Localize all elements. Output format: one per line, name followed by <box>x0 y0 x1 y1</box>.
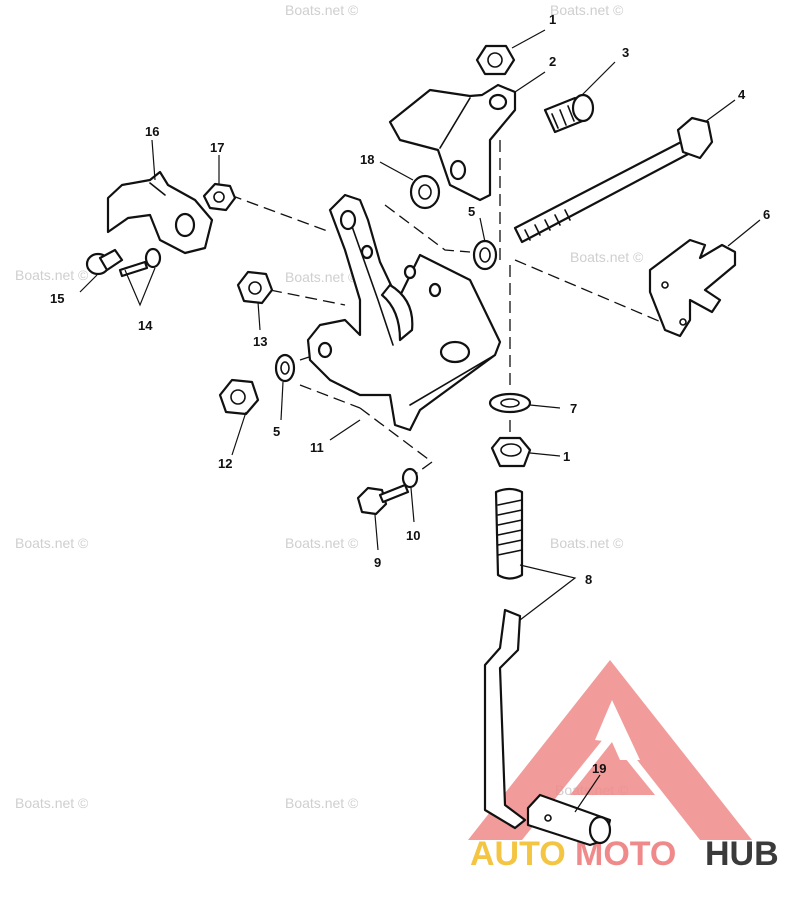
callout-12: 12 <box>218 456 232 471</box>
part-8-rod <box>483 487 527 830</box>
part-3-screw <box>543 93 595 134</box>
watermark-1: Boats.net © <box>285 2 359 18</box>
leader-lines <box>79 29 761 813</box>
part-6-plate <box>648 238 737 338</box>
part-19-sleeve <box>526 793 612 847</box>
part-1-nut-bottom <box>490 436 532 468</box>
watermark-2: Boats.net © <box>550 2 624 18</box>
part-17-nut <box>202 182 237 212</box>
part-18-spacer <box>409 174 441 210</box>
callout-8: 8 <box>585 572 592 587</box>
watermark-10: Boats.net © <box>285 795 359 811</box>
automotohub-logo: AUTO MOTO HUB <box>468 660 779 873</box>
callout-2: 2 <box>549 54 556 69</box>
watermark-9: Boats.net © <box>15 795 89 811</box>
callout-4: 4 <box>738 87 746 102</box>
part-14-washer-screw <box>118 247 162 278</box>
callout-17: 17 <box>210 140 224 155</box>
callout-7: 7 <box>570 401 577 416</box>
part-11-bracket <box>306 193 502 432</box>
part-9-bolt <box>356 483 410 516</box>
watermark-4: Boats.net © <box>285 269 359 285</box>
part-16-clip <box>106 170 214 255</box>
callout-9: 9 <box>374 555 381 570</box>
part-13-nut <box>236 270 274 305</box>
part-5-washer-left <box>274 353 296 383</box>
part-5-washer-right <box>472 239 498 271</box>
callout-18: 18 <box>360 152 374 167</box>
assembly-lines <box>229 140 681 479</box>
callout-13: 13 <box>253 334 267 349</box>
watermark-3: Boats.net © <box>15 267 89 283</box>
logo-hub: HUB <box>705 835 779 873</box>
callout-labels: 1 2 3 4 5 6 7 1 8 9 10 11 12 5 13 14 15 … <box>50 12 770 776</box>
callout-5-left: 5 <box>273 424 280 439</box>
callout-16: 16 <box>145 124 159 139</box>
watermark-8: Boats.net © <box>550 535 624 551</box>
callout-1-top: 1 <box>549 12 556 27</box>
callout-14: 14 <box>138 318 153 333</box>
part-10-washer <box>401 467 419 489</box>
watermark-6: Boats.net © <box>15 535 89 551</box>
logo-auto: AUTO <box>470 835 566 873</box>
callout-6: 6 <box>763 207 770 222</box>
part-1-nut-top <box>475 44 516 76</box>
part-7-washer <box>488 392 532 414</box>
callout-19: 19 <box>592 761 606 776</box>
callout-11: 11 <box>310 440 324 455</box>
callout-5-right: 5 <box>468 204 475 219</box>
part-15-screw <box>85 248 124 276</box>
callout-3: 3 <box>622 45 629 60</box>
part-12-nut <box>218 378 260 416</box>
callout-10: 10 <box>406 528 420 543</box>
callout-15: 15 <box>50 291 64 306</box>
logo-inner-m <box>595 700 640 760</box>
watermark-7: Boats.net © <box>285 535 359 551</box>
watermark-5: Boats.net © <box>570 249 644 265</box>
part-4-bolt <box>513 116 714 244</box>
callout-1-bottom: 1 <box>563 449 570 464</box>
part-2-bracket <box>388 83 517 202</box>
